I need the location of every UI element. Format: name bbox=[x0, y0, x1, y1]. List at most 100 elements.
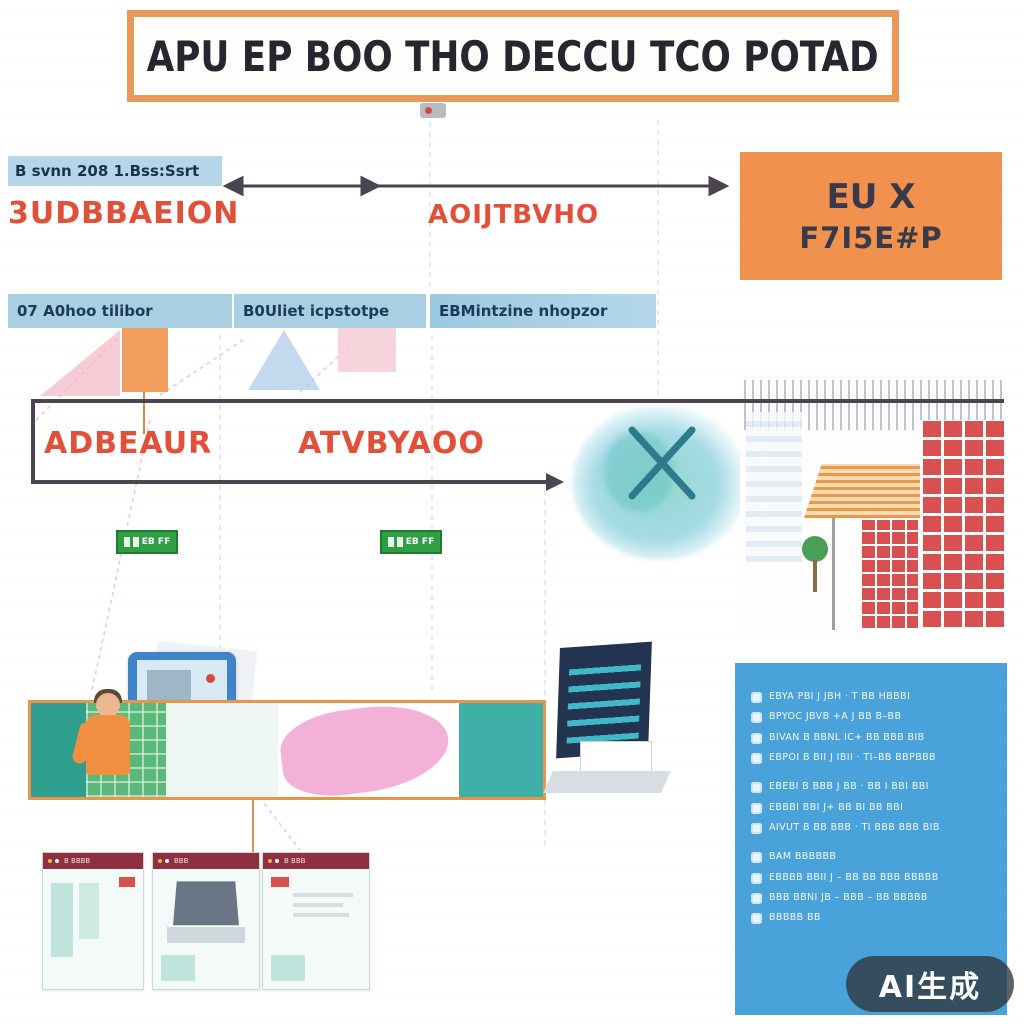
list-item-text: AIVUT B BB BBB · TI BBB BBB BIB bbox=[769, 822, 940, 834]
blue-triangle-shape bbox=[248, 330, 320, 390]
orange-roof-hatch bbox=[804, 464, 930, 518]
list-item: BBBBB BB bbox=[751, 912, 993, 925]
content-block bbox=[51, 883, 73, 957]
list-item-text: EBBBI BBI J+ BB BI BB BBI bbox=[769, 801, 904, 813]
browser-titlebar-text: B BBBB bbox=[64, 857, 91, 865]
timeline-caption: B svnn 208 1.Bss:Ssrt bbox=[8, 156, 222, 186]
list-item: EBYA PBI J JBH · T BB HBBBI bbox=[751, 691, 993, 703]
person-body bbox=[86, 715, 130, 775]
list-item: BBB BBNI JB – BBB – BB BBBBB bbox=[751, 892, 993, 905]
browser-card-2: BBB bbox=[152, 852, 260, 990]
text-line bbox=[293, 893, 353, 897]
bullet-icon bbox=[751, 782, 762, 794]
bullet-icon bbox=[751, 753, 762, 765]
house-illustration-panel bbox=[740, 368, 1006, 630]
list-item-text: BAM BBBBBB bbox=[769, 851, 837, 863]
orange-box-line2: F7I5E#P bbox=[799, 221, 943, 255]
pink-triangle-shape bbox=[40, 330, 120, 396]
flow-term-right: ATVBYAOO bbox=[298, 426, 485, 461]
text-line bbox=[293, 913, 349, 917]
person-figure bbox=[71, 688, 142, 804]
category-bar-2: B0Uliet icpstotpe bbox=[234, 294, 426, 328]
browser-body bbox=[263, 869, 369, 989]
list-item: BIVAN B BBNL IC+ BB BBB BIB bbox=[751, 732, 993, 744]
pin-icon bbox=[420, 103, 446, 118]
poster-header: APU EP BOO THO DECCU TCO POTAD bbox=[127, 10, 899, 102]
green-tag-label: EB FF bbox=[405, 537, 435, 547]
text-line bbox=[293, 903, 343, 907]
browser-titlebar: BBB bbox=[153, 853, 259, 869]
window-dot-icon bbox=[275, 859, 279, 863]
tree-trunk bbox=[813, 560, 817, 592]
list-item-text: BPYOC JBVB +A J BB B–BB bbox=[769, 711, 902, 723]
laptop-illustration bbox=[543, 641, 671, 795]
mini-laptop-screen bbox=[173, 881, 239, 926]
bullet-icon bbox=[751, 712, 762, 724]
list-item: BAM BBBBBB bbox=[751, 851, 993, 864]
list-item: EBBBI BBI J+ BB BI BB BBI bbox=[751, 802, 993, 814]
list-item: BPYOC JBVB +A J BB B–BB bbox=[751, 711, 993, 724]
window-dot-icon bbox=[158, 859, 162, 863]
timeline-term-mid: AOIJTBVHO bbox=[428, 200, 600, 230]
ai-watermark-badge: AI生成 bbox=[846, 956, 1014, 1012]
tag-stripe-icon bbox=[396, 537, 403, 547]
browser-card-3: B BBB bbox=[262, 852, 370, 990]
browser-body bbox=[153, 869, 259, 989]
orange-flag-shape bbox=[122, 328, 168, 392]
list-item-text: BIVAN B BBNL IC+ BB BBB BIB bbox=[769, 731, 925, 743]
list-item: AIVUT B BB BBB · TI BBB BBB BIB bbox=[751, 822, 993, 835]
red-tag bbox=[271, 877, 289, 887]
laptop-screen-lines bbox=[566, 654, 642, 744]
band-teal-right bbox=[459, 703, 543, 797]
tag-stripe-icon bbox=[132, 537, 139, 547]
content-block bbox=[79, 883, 99, 939]
bullet-icon bbox=[751, 872, 762, 884]
window-dot-icon bbox=[268, 859, 272, 863]
list-item-text: BBBBB BB bbox=[769, 912, 821, 924]
document-stack-sketch bbox=[746, 412, 802, 562]
browser-titlebar: B BBBB bbox=[43, 853, 143, 869]
green-tag-label: EB FF bbox=[141, 537, 171, 547]
record-dot-icon bbox=[206, 674, 215, 683]
category-bar-1: 07 A0hoo tilibor bbox=[8, 294, 232, 328]
tag-stripe-icon bbox=[123, 537, 130, 547]
red-brick-building bbox=[920, 420, 1006, 630]
ai-watermark-text: AI生成 bbox=[878, 970, 982, 1005]
bullet-icon bbox=[751, 913, 762, 925]
mini-laptop-base bbox=[167, 927, 245, 943]
orange-callout-box: EU X F7I5E#P bbox=[740, 152, 1002, 280]
window-dot-icon bbox=[55, 859, 59, 863]
poster-title: APU EP BOO THO DECCU TCO POTAD bbox=[146, 31, 880, 81]
bullet-icon bbox=[751, 893, 762, 905]
window-dot-icon bbox=[48, 859, 52, 863]
content-block bbox=[161, 955, 195, 981]
bullet-icon bbox=[751, 732, 762, 744]
laptop-base bbox=[543, 771, 671, 793]
tag-stripe-icon bbox=[387, 537, 394, 547]
list-item-text: EBYA PBI J JBH · T BB HBBBI bbox=[769, 691, 911, 702]
green-tag-2: EB FF bbox=[380, 530, 442, 554]
orange-box-line1: EU X bbox=[826, 177, 916, 217]
flow-term-left: ADBEAUR bbox=[44, 426, 213, 461]
window-dot-icon bbox=[165, 859, 169, 863]
list-item: EBEBI B BBB J BB · BB I BBI BBI bbox=[751, 781, 993, 794]
band-light-segment bbox=[166, 703, 278, 797]
timeline-term-left: 3UDBBAEION bbox=[8, 196, 240, 231]
red-tag bbox=[119, 877, 135, 887]
teal-splatter-core bbox=[604, 432, 674, 512]
tree-icon bbox=[802, 536, 828, 562]
green-tag-1: EB FF bbox=[116, 530, 178, 554]
browser-card-1: B BBBB bbox=[42, 852, 144, 990]
bullet-icon bbox=[751, 823, 762, 835]
browser-body bbox=[43, 869, 143, 989]
browser-titlebar-text: BBB bbox=[174, 857, 189, 865]
category-bar-3: EBMintzine nhopzor bbox=[430, 294, 656, 328]
bullet-icon bbox=[751, 852, 762, 864]
content-block bbox=[271, 955, 305, 981]
list-item-text: BBB BBNI JB – BBB – BB BBBBB bbox=[769, 892, 928, 904]
list-item-text: EBEBI B BBB J BB · BB I BBI BBI bbox=[769, 781, 929, 793]
band-pink-blob bbox=[276, 703, 454, 797]
list-item-text: EBBBB BBII J – BB BB BBB BBBBB bbox=[769, 871, 939, 883]
list-item-text: EBPOI B BII J IBII · TI–BB BBPBBB bbox=[769, 752, 936, 764]
pink-square-shape bbox=[338, 328, 396, 372]
